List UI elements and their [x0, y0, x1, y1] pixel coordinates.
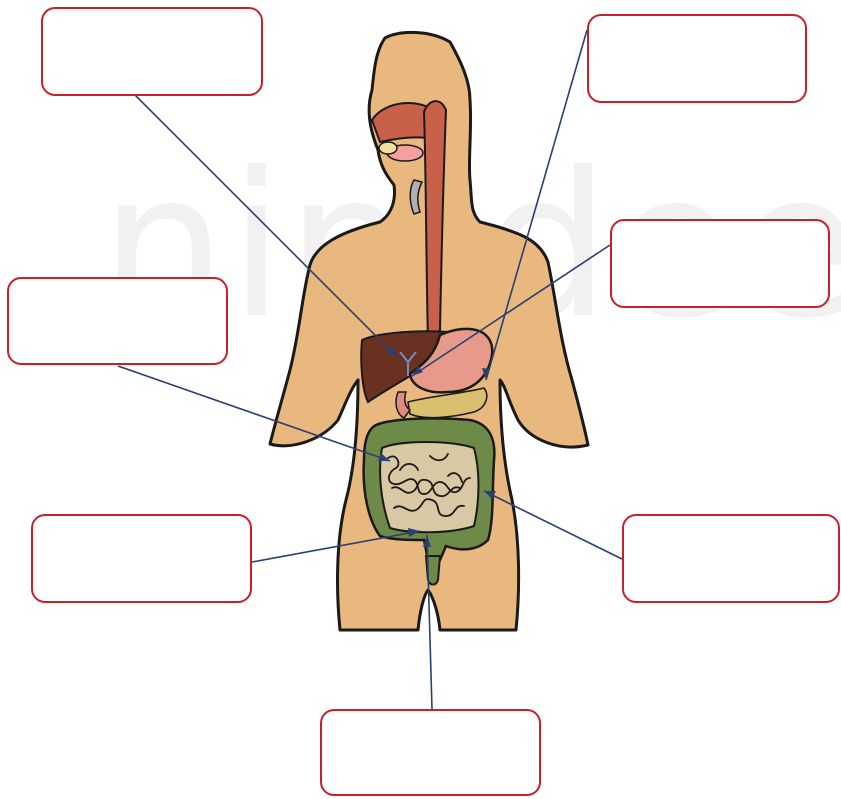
label-box-top-right[interactable] — [587, 14, 807, 103]
small-intestine-icon — [380, 442, 478, 532]
label-box-top-left[interactable] — [41, 7, 263, 96]
label-box-mid-right[interactable] — [610, 219, 830, 308]
label-box-bottom[interactable] — [320, 709, 541, 796]
label-box-mid-left[interactable] — [7, 277, 228, 365]
label-box-low-right[interactable] — [622, 514, 840, 603]
label-box-low-left[interactable] — [31, 514, 252, 603]
